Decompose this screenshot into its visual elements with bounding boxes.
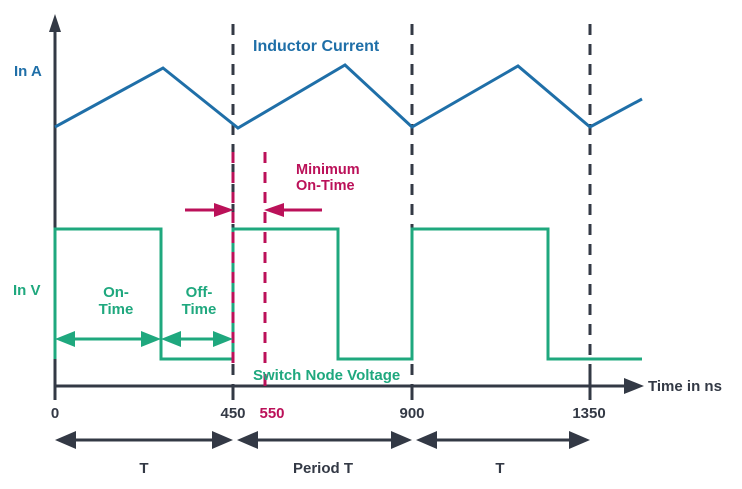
off-time-label: Off- Time [181,284,217,318]
tick-label-1350: 1350 [572,405,606,422]
span-3-arrowhead-left [416,431,437,449]
axes [49,14,644,394]
off-time-arrowhead-right [213,331,233,347]
minimum-on-time-arrows [185,203,322,217]
span-label-period-t: Period T [292,460,353,477]
x-axis-ticks [53,374,592,400]
x-axis-time-label: Time in ns [648,378,722,395]
minimum-on-time-label: Minimum On-Time [296,162,360,195]
on-time-arrowhead-left [55,331,75,347]
off-time-arrow [161,331,233,347]
tick-label-900: 900 [399,405,425,422]
y-axis-arrowhead [49,14,61,32]
on-time-label: On- Time [98,284,134,318]
span-1-arrowhead-left [55,431,76,449]
span-label-t-last: T [495,460,505,477]
y-axis-voltage-label: In V [13,282,41,299]
minimum-on-time-markers [231,152,267,370]
min-on-time-left-arrowhead [214,203,234,217]
on-time-arrowhead-right [141,331,161,347]
switch-node-voltage-label: Switch Node Voltage [253,367,401,384]
span-2-arrowhead-right [391,431,412,449]
switch-node-voltage-waveform [53,227,642,361]
y-axis-current-label: In A [14,63,42,80]
tick-label-0: 0 [50,405,60,422]
span-2-arrowhead-left [237,431,258,449]
min-on-time-right-arrowhead [264,203,284,217]
tick-label-450: 450 [220,405,246,422]
span-label-t-first: T [139,460,149,477]
span-3-arrowhead-right [569,431,590,449]
x-axis-arrowhead [624,378,644,394]
period-span-arrow-3 [416,431,590,449]
inductor-current-waveform [54,63,643,130]
tick-label-550: 550 [259,405,285,422]
span-1-arrowhead-right [212,431,233,449]
period-span-arrow-1 [55,431,233,449]
inductor-current-label: Inductor Current [253,38,380,55]
on-time-arrow [55,331,161,347]
off-time-arrowhead-left [161,331,181,347]
period-span-arrow-2 [237,431,412,449]
